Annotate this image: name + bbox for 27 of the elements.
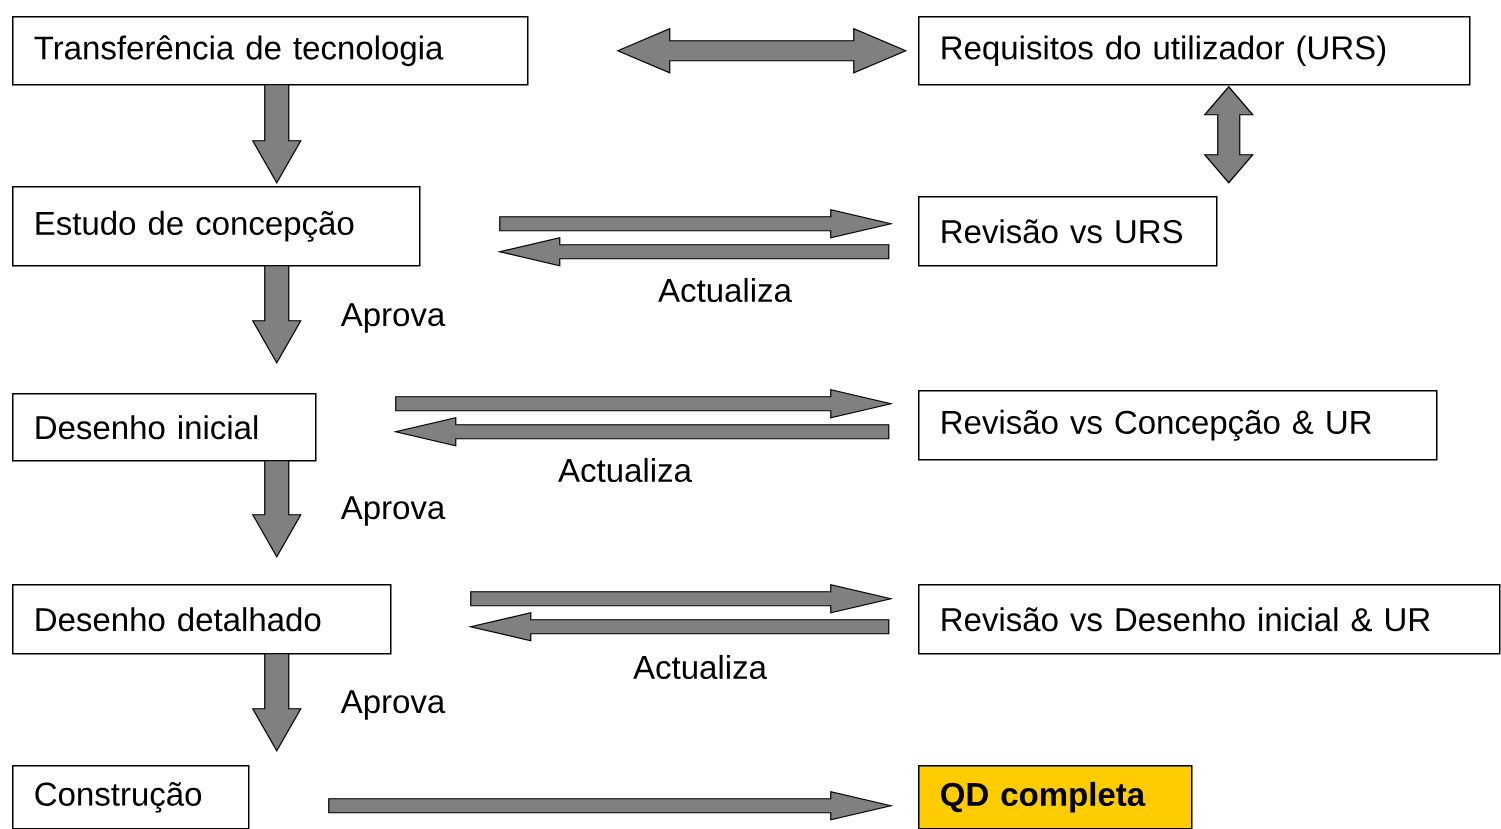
edge-label: Aprova bbox=[340, 690, 446, 720]
edge-label: Actualiza bbox=[558, 457, 692, 483]
block-arrow bbox=[251, 460, 302, 558]
process-box: Desenho inicial bbox=[12, 393, 317, 462]
block-arrow bbox=[470, 584, 894, 614]
process-box: Revisão vs Desenho inicial & UR bbox=[918, 584, 1501, 655]
process-box: Revisão vs URS bbox=[918, 196, 1218, 267]
block-arrow bbox=[395, 389, 894, 419]
edge-label: Aprova bbox=[340, 303, 446, 333]
process-box: Revisão vs Concepção & UR bbox=[918, 390, 1438, 461]
process-box: Desenho detalhado bbox=[12, 584, 392, 655]
block-arrow bbox=[393, 417, 890, 447]
block-arrow bbox=[468, 612, 890, 642]
block-arrow bbox=[497, 237, 890, 267]
highlight-box: QD completa bbox=[918, 765, 1193, 829]
block-arrow bbox=[499, 209, 894, 239]
block-arrow bbox=[328, 791, 894, 821]
process-box: Construção bbox=[12, 765, 250, 829]
edge-label: Actualiza bbox=[658, 277, 792, 303]
process-box: Transferência de tecnologia bbox=[12, 16, 529, 86]
block-arrow bbox=[251, 653, 302, 752]
block-arrow bbox=[251, 84, 302, 184]
edge-label: Actualiza bbox=[633, 654, 767, 680]
process-box: Estudo de concepção bbox=[12, 186, 421, 267]
edge-label: Aprova bbox=[340, 496, 446, 526]
block-arrow bbox=[251, 265, 302, 364]
process-box: Requisitos do utilizador (URS) bbox=[918, 16, 1471, 86]
